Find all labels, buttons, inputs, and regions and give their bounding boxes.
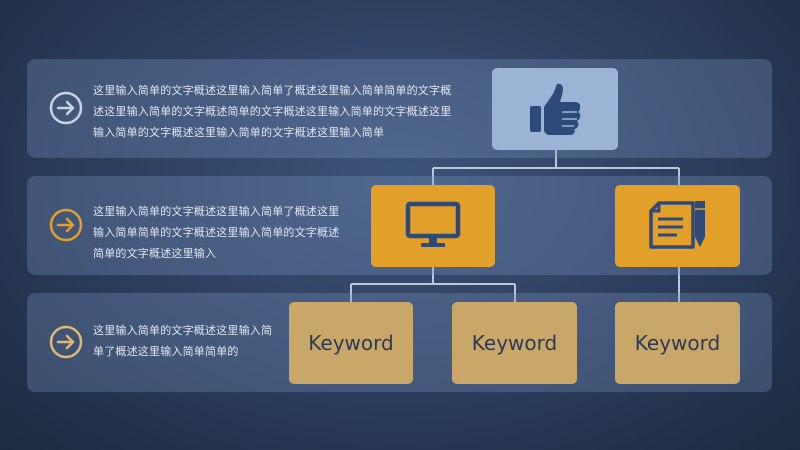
thumbs-up-icon: [530, 83, 581, 135]
keyword-box-3: Keyword: [615, 302, 740, 384]
keyword-label: Keyword: [471, 331, 558, 355]
document-box: [615, 185, 740, 267]
keyword-box-1: Keyword: [289, 302, 413, 384]
keyword-box-2: Keyword: [452, 302, 577, 384]
top-box: [492, 68, 618, 150]
arrow-right-circle-icon: [47, 89, 85, 127]
keyword-label: Keyword: [634, 331, 721, 355]
row-2-text: 这里输入简单的文字概述这里输入简单了概述这里输入简单简单的文字概述这里输入简单的…: [93, 205, 340, 260]
row-3-text: 这里输入简单的文字概述这里输入简单了概述这里输入简单简单的: [93, 324, 273, 358]
keyword-label: Keyword: [308, 331, 394, 355]
arrow-right-circle-icon: [47, 323, 85, 361]
monitor-icon: [405, 201, 461, 247]
monitor-box: [371, 185, 495, 267]
arrow-right-circle-icon: [47, 206, 85, 244]
row-1-text: 这里输入简单的文字概述这里输入简单了概述这里输入简单简单的文字概述这里输入简单的…: [93, 84, 452, 139]
row-1: 这里输入简单的文字概述这里输入简单了概述这里输入简单简单的文字概述这里输入简单的…: [27, 59, 772, 158]
document-pen-icon: [648, 201, 705, 249]
